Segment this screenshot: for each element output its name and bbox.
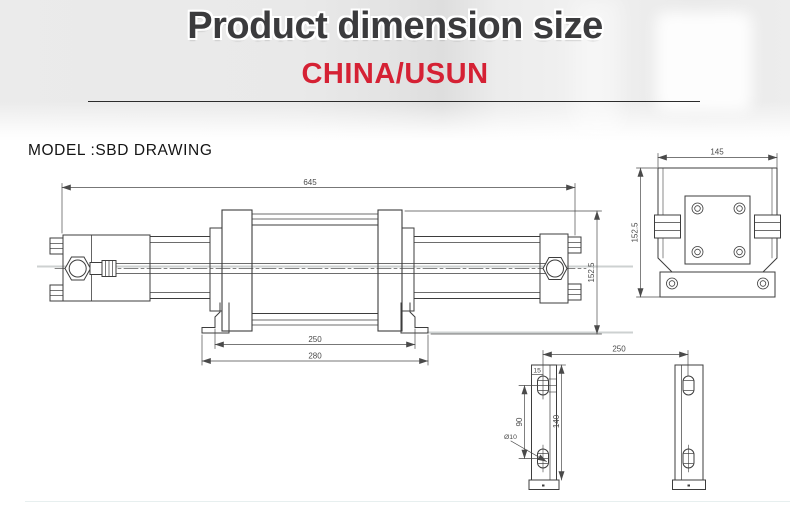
- dim-foot-span-outer: 280: [308, 352, 322, 361]
- threaded-rod-end: [101, 260, 117, 277]
- header-highlight: [575, 0, 620, 140]
- tie-rod-nut-right: [754, 214, 781, 239]
- watermark-lines: [37, 265, 633, 334]
- dim-bracket-hole-pitch: 90: [515, 417, 524, 426]
- model-label: MODEL :SBD DRAWING: [28, 142, 213, 159]
- bracket-view-dimensions: 250 15 90 140 Ø10: [504, 345, 689, 481]
- header-highlight-patch: [656, 12, 752, 112]
- dim-end-width: 145: [710, 148, 724, 157]
- right-end-cap: [539, 233, 569, 304]
- left-bolts: [49, 237, 64, 302]
- tie-rod-nut-left: [654, 214, 681, 239]
- dim-foot-span-inner: 250: [308, 335, 322, 344]
- center-tube: [251, 213, 379, 326]
- side-view-dimensions: 645 152.5 250 280: [61, 178, 602, 366]
- left-hex-nut: [64, 256, 92, 281]
- page-title: Product dimension size: [187, 5, 603, 47]
- right-flange: [377, 209, 403, 332]
- right-foot: [400, 302, 429, 334]
- end-view-dimensions: 145 152.5: [631, 148, 778, 298]
- dim-overall-length: 645: [303, 178, 317, 187]
- dim-bracket-hole-span: 250: [612, 345, 626, 354]
- left-step-ring: [209, 227, 223, 312]
- end-foot-holes: [666, 277, 769, 290]
- end-foot-plate: [659, 271, 776, 298]
- rod-collar: [89, 262, 103, 275]
- left-foot: [201, 302, 230, 334]
- end-inner-plate: [684, 195, 751, 265]
- footer-divider: [25, 501, 790, 502]
- left-flange: [221, 209, 253, 332]
- right-bracket: [672, 364, 706, 490]
- dim-bracket-hole-diameter: Ø10: [504, 434, 517, 441]
- dim-end-height: 152.5: [631, 222, 640, 243]
- right-step-ring: [401, 227, 415, 312]
- header-divider: [88, 101, 700, 102]
- end-view: [654, 167, 781, 298]
- dim-bracket-height: 140: [552, 414, 561, 428]
- dim-side-height: 152.5: [587, 262, 596, 283]
- brand-subtitle: CHINA/USUN: [301, 58, 489, 90]
- side-view: [49, 209, 587, 334]
- end-plate-holes: [691, 202, 746, 258]
- right-bolts: [567, 236, 582, 301]
- header-band: Product dimension size CHINA/USUN: [0, 0, 790, 141]
- right-hex-nut: [542, 257, 568, 280]
- dim-bracket-edge-offset: 15: [533, 368, 541, 375]
